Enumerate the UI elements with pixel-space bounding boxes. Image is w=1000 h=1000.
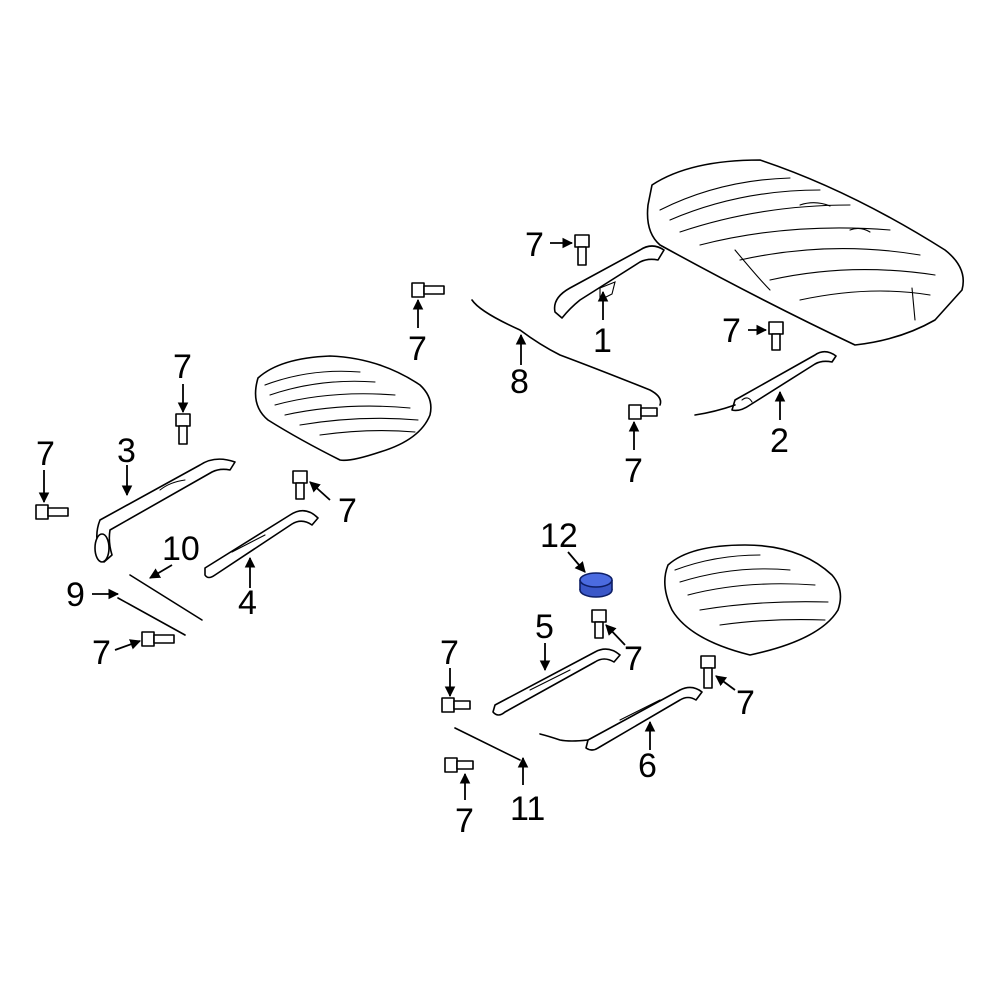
front-seat-cushion-left[interactable] <box>254 355 432 462</box>
bolt[interactable] <box>292 470 308 500</box>
seat-rod-9[interactable] <box>117 597 186 636</box>
seat-wire-8[interactable] <box>471 299 662 406</box>
leader-lines <box>38 237 786 800</box>
seat-bracket-6[interactable] <box>539 686 703 751</box>
bolt[interactable] <box>175 413 191 445</box>
label-part-11: 11 <box>510 790 545 828</box>
seat-rod-10[interactable] <box>129 574 203 621</box>
label-part-10: 10 <box>162 530 200 568</box>
bolt[interactable] <box>628 404 658 420</box>
label-part-7: 7 <box>455 802 474 840</box>
bolt[interactable] <box>141 631 175 647</box>
label-part-7: 7 <box>408 330 427 368</box>
rear-seat-back[interactable] <box>646 159 964 346</box>
bolt[interactable] <box>35 504 69 520</box>
label-part-7: 7 <box>440 634 459 672</box>
label-part-8: 8 <box>510 363 529 401</box>
label-part-6: 6 <box>638 747 657 785</box>
label-part-7: 7 <box>92 634 111 672</box>
label-part-7: 7 <box>722 312 741 350</box>
part-labels: 1 2 3 4 5 6 8 9 10 11 12 7 7 7 7 7 7 7 7… <box>36 226 789 840</box>
label-part-2: 2 <box>770 422 789 460</box>
label-part-7: 7 <box>525 226 544 264</box>
seat-bracket-1[interactable] <box>553 245 665 319</box>
label-part-3: 3 <box>117 432 136 470</box>
seat-bracket-4[interactable] <box>204 509 319 579</box>
bolt[interactable] <box>591 609 607 639</box>
seat-bracket-5[interactable] <box>492 648 621 716</box>
label-part-7: 7 <box>173 348 192 386</box>
bolt[interactable] <box>444 757 474 773</box>
bolts <box>35 234 784 773</box>
label-part-7: 7 <box>736 684 755 722</box>
label-part-5: 5 <box>535 608 554 646</box>
label-part-7: 7 <box>36 435 55 473</box>
bolt[interactable] <box>441 697 471 713</box>
label-part-4: 4 <box>238 584 257 622</box>
label-part-1: 1 <box>593 322 612 360</box>
bolt[interactable] <box>700 655 716 689</box>
label-part-7: 7 <box>624 452 643 490</box>
label-part-12: 12 <box>540 517 578 555</box>
bolt[interactable] <box>411 282 445 298</box>
rear-seat-cushion-right[interactable] <box>664 544 842 656</box>
seat-rod-11[interactable] <box>454 727 521 761</box>
label-part-7: 7 <box>624 640 643 678</box>
seat-bracket-2[interactable] <box>694 350 837 416</box>
highlighted-part-12[interactable] <box>579 572 613 598</box>
bolt[interactable] <box>574 234 590 266</box>
label-part-7: 7 <box>338 492 357 530</box>
seat-bracket-3[interactable] <box>94 458 236 563</box>
bolt[interactable] <box>768 321 784 351</box>
label-part-9: 9 <box>66 576 85 614</box>
